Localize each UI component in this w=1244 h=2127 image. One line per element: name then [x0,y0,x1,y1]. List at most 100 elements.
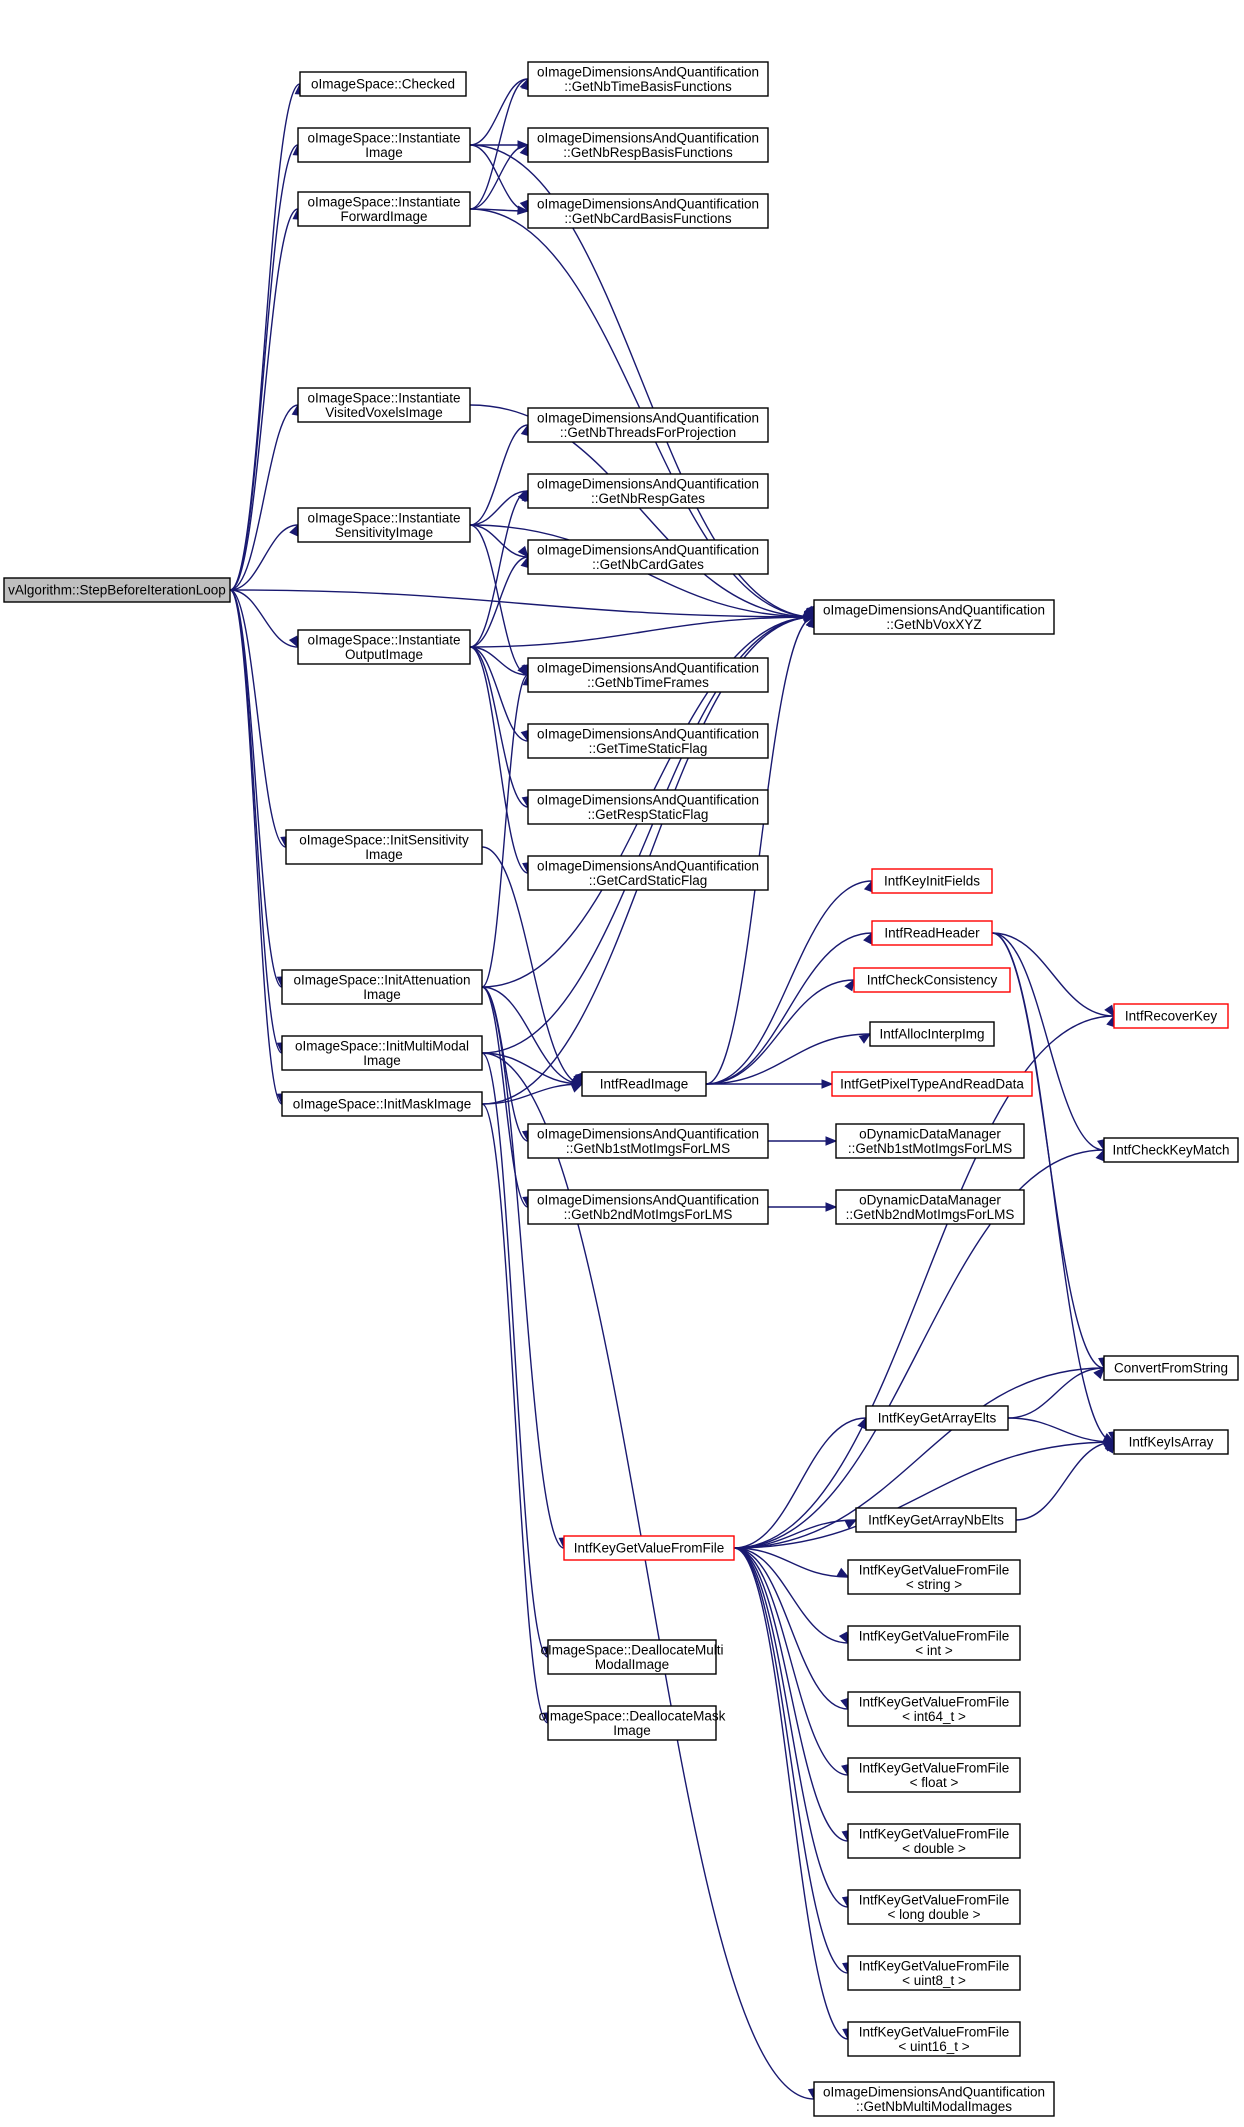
node-kv_uint8[interactable]: IntfKeyGetValueFromFile< uint8_t > [847,1955,1021,1991]
node-key_is_array[interactable]: IntfKeyIsArray [1113,1429,1229,1455]
node-kv_int[interactable]: IntfKeyGetValueFromFile< int > [847,1625,1021,1661]
node-dyn1st[interactable]: oDynamicDataManager::GetNb1stMotImgsForL… [835,1123,1025,1159]
node-nb_vox[interactable]: oImageDimensionsAndQuantification::GetNb… [813,599,1055,635]
node-init_mask[interactable]: oImageSpace::InitMaskImage [281,1091,483,1117]
node-nb_resp_basis[interactable]: oImageDimensionsAndQuantification::GetNb… [527,127,769,163]
node-label: oImageSpace::InitMaskImage [293,1097,472,1112]
node-card_static[interactable]: oImageDimensionsAndQuantification::GetCa… [527,855,769,891]
node-label: oImageSpace::Instantiate [307,632,460,647]
edge-read_header-to-recover_key [991,932,1115,1018]
node-inst_visited[interactable]: oImageSpace::InstantiateVisitedVoxelsIma… [297,387,471,423]
node-label: SensitivityImage [335,525,433,540]
node-label: oImageSpace::InitSensitivity [299,832,469,847]
node-kv_float[interactable]: IntfKeyGetValueFromFile< float > [847,1757,1021,1793]
node-check_consistency[interactable]: IntfCheckConsistency [853,967,1011,993]
node-get_pixel_type[interactable]: IntfGetPixelTypeAndReadData [831,1071,1033,1097]
node-label: ::GetNb1stMotImgsForLMS [566,1141,730,1156]
node-label: oImageDimensionsAndQuantification [537,1192,759,1207]
node-label: oImageDimensionsAndQuantification [537,64,759,79]
node-kv_string[interactable]: IntfKeyGetValueFromFile< string > [847,1559,1021,1595]
edge-key_get_array_elts-to-convert_from_string [1007,1366,1105,1419]
node-read_image[interactable]: IntfReadImage [581,1071,707,1097]
node-label: oImageDimensionsAndQuantification [823,602,1045,617]
node-label: < int64_t > [902,1709,966,1724]
node-label: ForwardImage [340,209,427,224]
node-kv_int64[interactable]: IntfKeyGetValueFromFile< int64_t > [847,1691,1021,1727]
edge-init_mm-to-read_image [481,1052,584,1085]
node-nb1st[interactable]: oImageDimensionsAndQuantification::GetNb… [527,1123,769,1159]
node-nb_mm_images[interactable]: oImageDimensionsAndQuantification::GetNb… [813,2081,1055,2117]
node-resp_static[interactable]: oImageDimensionsAndQuantification::GetRe… [527,789,769,825]
edge-read_image-to-key_init_fields [705,879,873,1085]
node-label: oImageDimensionsAndQuantification [537,1126,759,1141]
node-label: Image [363,987,401,1002]
node-label: oImageDimensionsAndQuantification [537,792,759,807]
edge-key_get_value-to-convert_from_string [733,1367,1105,1549]
edge-init_mask-to-read_image [481,1083,584,1105]
node-key_init_fields[interactable]: IntfKeyInitFields [871,868,993,894]
node-label: < string > [906,1577,962,1592]
node-label: Image [363,1053,401,1068]
node-alloc_interp[interactable]: IntfAllocInterpImg [869,1021,995,1047]
node-nb_card_gates[interactable]: oImageDimensionsAndQuantification::GetNb… [527,539,769,575]
node-kv_ldouble[interactable]: IntfKeyGetValueFromFile< long double > [847,1889,1021,1925]
node-recover_key[interactable]: IntfRecoverKey [1113,1003,1229,1029]
node-checked[interactable]: oImageSpace::Checked [299,71,467,97]
node-label: ::GetNbCardGates [592,557,704,572]
node-check_key_match[interactable]: IntfCheckKeyMatch [1103,1137,1239,1163]
node-key_get_value[interactable]: IntfKeyGetValueFromFile [563,1535,735,1561]
node-label: oImageSpace::DeallocateMask [539,1708,726,1723]
node-label: oImageSpace::InitMultiModal [295,1038,469,1053]
node-kv_uint16[interactable]: IntfKeyGetValueFromFile< uint16_t > [847,2021,1021,2057]
node-read_header[interactable]: IntfReadHeader [871,920,993,946]
edge-root-to-inst_sens [229,523,299,591]
node-label: IntfReadHeader [884,926,980,941]
node-label: ::GetNbThreadsForProjection [560,425,736,440]
node-dyn2nd[interactable]: oDynamicDataManager::GetNb2ndMotImgsForL… [835,1189,1025,1225]
node-label: oImageDimensionsAndQuantification [537,410,759,425]
node-label: IntfKeyGetValueFromFile [859,2024,1010,2039]
node-label: ::GetNbCardBasisFunctions [564,211,732,226]
node-label: IntfKeyGetValueFromFile [859,1760,1010,1775]
node-label: ::GetNbRespGates [591,491,705,506]
node-label: oImageSpace::Instantiate [307,510,460,525]
node-time_static[interactable]: oImageDimensionsAndQuantification::GetTi… [527,723,769,759]
node-label: OutputImage [345,647,423,662]
edge-key_get_value-to-key_get_array_elts [733,1416,867,1549]
node-label: Image [365,145,403,160]
node-root[interactable]: vAlgorithm::StepBeforeIterationLoop [3,577,231,603]
node-kv_double[interactable]: IntfKeyGetValueFromFile< double > [847,1823,1021,1859]
edge-nb1st-to-dyn1st [767,1136,838,1146]
node-key_get_array_nb_elts[interactable]: IntfKeyGetArrayNbElts [855,1507,1017,1533]
node-label: ::GetNbVoxXYZ [886,617,981,632]
node-nb_time_frames[interactable]: oImageDimensionsAndQuantification::GetNb… [527,657,769,693]
node-label: vAlgorithm::StepBeforeIterationLoop [8,583,226,598]
node-label: ::GetNbTimeBasisFunctions [564,79,732,94]
node-convert_from_string[interactable]: ConvertFromString [1103,1355,1239,1381]
node-label: IntfKeyIsArray [1129,1435,1214,1450]
edge-inst_out-to-nb_time_frames [469,646,529,676]
node-nb2nd[interactable]: oImageDimensionsAndQuantification::GetNb… [527,1189,769,1225]
edge-inst_out-to-time_static [469,646,530,743]
node-nb_threads[interactable]: oImageDimensionsAndQuantification::GetNb… [527,407,769,443]
edge-read_image-to-alloc_interp [705,1033,872,1085]
node-label: oImageDimensionsAndQuantification [537,476,759,491]
node-nb_card_basis[interactable]: oImageDimensionsAndQuantification::GetNb… [527,193,769,229]
node-key_get_array_elts[interactable]: IntfKeyGetArrayElts [865,1405,1009,1431]
edge-read_image-to-check_consistency [705,978,855,1085]
node-label: ModalImage [595,1657,669,1672]
node-nb_resp_gates[interactable]: oImageDimensionsAndQuantification::GetNb… [527,473,769,509]
node-nb_time_basis[interactable]: oImageDimensionsAndQuantification::GetNb… [527,61,769,97]
node-label: < int > [915,1643,953,1658]
edge-key_get_value-to-kv_string [733,1547,850,1578]
